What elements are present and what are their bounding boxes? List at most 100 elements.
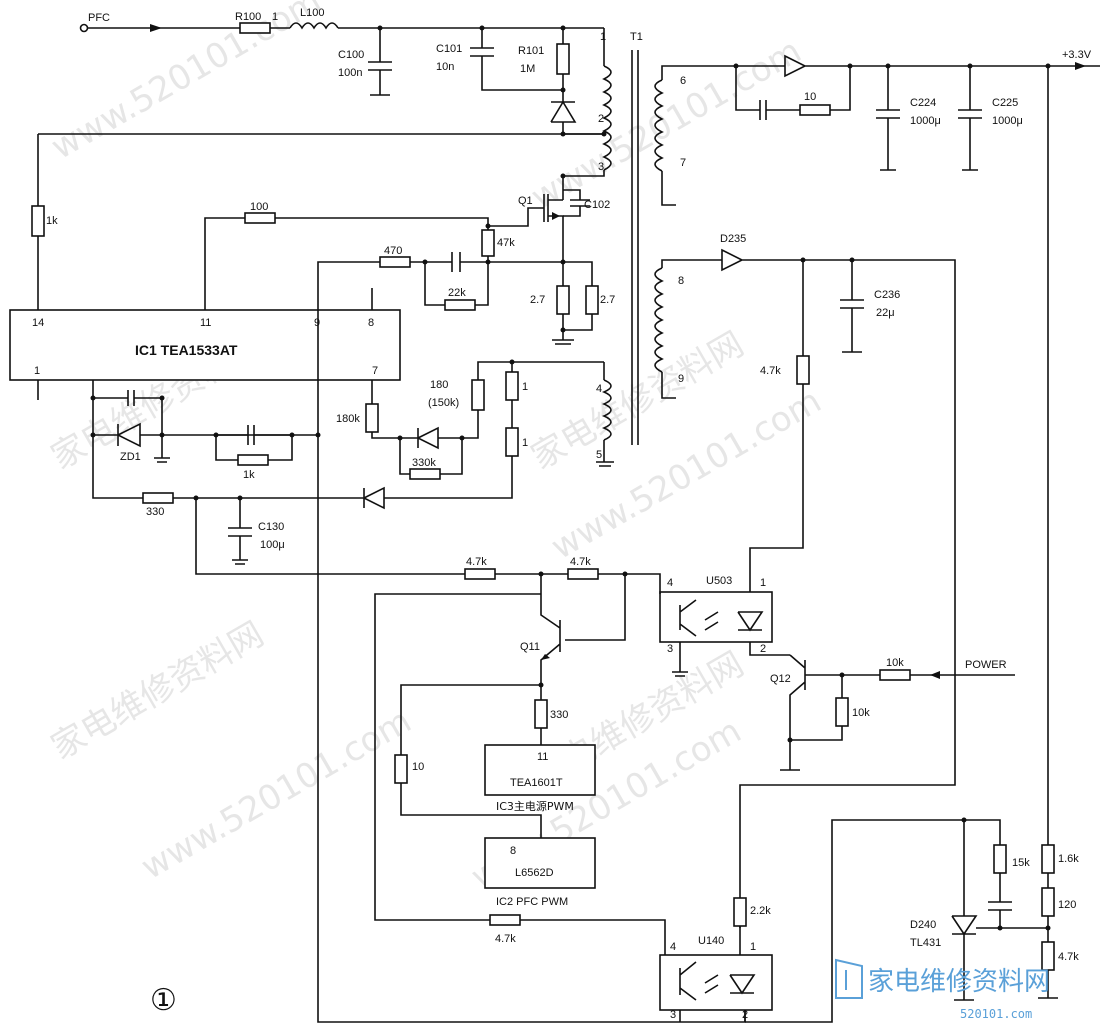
u140-pin1: 1 xyxy=(750,941,756,953)
ic1-tea1533at: IC1 TEA1533AT 14 11 9 8 1 7 xyxy=(9,309,401,400)
r-2.7b-label: 2.7 xyxy=(600,294,615,306)
r-330k-label: 330k xyxy=(412,457,436,469)
r-2.7a-label: 2.7 xyxy=(530,294,545,306)
t1-pin7: 7 xyxy=(680,157,686,169)
resistor-330k xyxy=(409,468,441,480)
r-1.6k-label: 1.6k xyxy=(1058,853,1079,865)
t1-secondary-3v3 xyxy=(654,79,664,172)
resistor-1-b xyxy=(505,427,519,457)
t1-pin2: 2 xyxy=(598,113,604,125)
r-4.7k-tl-label: 4.7k xyxy=(1058,951,1079,963)
r-470-label: 470 xyxy=(384,245,402,257)
resistor-1k-mid xyxy=(237,454,269,466)
u140-pin4: 4 xyxy=(670,941,676,953)
r-10-left-label: 10 xyxy=(412,761,424,773)
r-4.7k-bottom-label: 4.7k xyxy=(495,933,516,945)
resistor-4.7k-out xyxy=(796,355,810,385)
t1-pin5: 5 xyxy=(596,449,602,461)
resistor-4.7k-a xyxy=(464,568,496,580)
resistor-100 xyxy=(244,212,276,224)
r-10-top-label: 10 xyxy=(804,91,816,103)
resistor-4.7k-b xyxy=(567,568,599,580)
r-15k-label: 15k xyxy=(1012,857,1030,869)
ic1-pin1: 1 xyxy=(34,365,40,377)
resistor-10-top xyxy=(799,104,831,116)
d240-label: D240 xyxy=(910,919,936,931)
t1-pin4: 4 xyxy=(596,383,602,395)
c130-value: 100μ xyxy=(260,539,285,551)
zd1-label: ZD1 xyxy=(120,451,141,463)
tl431-feedback: 15k D240 TL431 1.6k 120 4.7k xyxy=(745,817,1079,1023)
tl431-label: TL431 xyxy=(910,937,941,949)
resistor-2.7-b xyxy=(585,285,599,315)
return-wire xyxy=(317,310,746,1023)
c102-label: C102 xyxy=(584,199,610,211)
r-10k-in-label: 10k xyxy=(886,657,904,669)
ic1-label: IC1 TEA1533AT xyxy=(135,342,238,358)
ic1-pin9: 9 xyxy=(314,317,320,329)
resistor-10-left xyxy=(394,754,408,784)
resistor-22k xyxy=(444,299,476,311)
resistor-120 xyxy=(1041,887,1055,917)
u503-pin1: 1 xyxy=(760,577,766,589)
standby-output: D235 C236 22μ 4.7k xyxy=(676,233,956,898)
ic1-lower-network: ZD1 1k 330 C130 100μ xyxy=(90,380,513,575)
r101-value: 1M xyxy=(520,63,535,75)
t1-pin6: 6 xyxy=(680,75,686,87)
inductor-l100 xyxy=(289,22,339,30)
u503-pin2: 2 xyxy=(760,643,766,655)
capacitor-c225 xyxy=(958,66,982,171)
c225-label: C225 xyxy=(992,97,1018,109)
resistor-4.7k-bottom xyxy=(489,914,521,926)
capacitor-c102 xyxy=(563,189,590,217)
q1-label: Q1 xyxy=(518,195,533,207)
resistor-180k xyxy=(365,403,379,433)
diode-snubber xyxy=(550,100,577,123)
u140-label: U140 xyxy=(698,935,724,947)
v33-net-label: +3.3V xyxy=(1062,49,1092,61)
output-3v3: +3.3V 10 C224 1000μ C225 1000μ xyxy=(676,49,1100,845)
ic1-pin7: 7 xyxy=(372,365,378,377)
ic2-label: L6562D xyxy=(515,867,554,879)
r-330-q11-label: 330 xyxy=(550,709,568,721)
c224-label: C224 xyxy=(910,97,936,109)
ic2-pin8: 8 xyxy=(510,845,516,857)
r-180k-label: 180k xyxy=(336,413,360,425)
logo-cn: 家电维修资料网 xyxy=(868,967,1050,997)
r100-label: R100 xyxy=(235,11,261,23)
resistor-2.2k-out xyxy=(733,897,747,927)
zener-zd1 xyxy=(93,422,318,448)
c130-label: C130 xyxy=(258,521,284,533)
optocoupler-u503: U503 4 1 3 2 xyxy=(659,575,790,677)
r-4.7k-a-label: 4.7k xyxy=(466,556,487,568)
c224-value: 1000μ xyxy=(910,115,941,127)
r-22k-label: 22k xyxy=(448,287,466,299)
t1-label: T1 xyxy=(630,31,643,43)
r-1k-left-label: 1k xyxy=(46,215,58,227)
t1-aux-winding xyxy=(601,379,612,441)
ic2-l6562d: 8 L6562D IC2 PFC PWM xyxy=(484,837,596,908)
t1-pin1: 1 xyxy=(600,31,606,43)
c225-value: 1000μ xyxy=(992,115,1023,127)
r-180d-label: 180 xyxy=(430,379,448,391)
u503-pin4: 4 xyxy=(667,577,673,589)
resistor-1k-left xyxy=(31,205,45,237)
u140-pin3: 3 xyxy=(670,1009,676,1021)
t1-pin3: 3 xyxy=(598,161,604,173)
ic3-label: TEA1601T xyxy=(510,777,563,789)
r-2.2k-out-label: 2.2k xyxy=(750,905,771,917)
u503-label: U503 xyxy=(706,575,732,587)
c100-value: 100n xyxy=(338,67,362,79)
r-1k-mid-label: 1k xyxy=(243,469,255,481)
l100-label: L100 xyxy=(300,7,324,19)
t1-primary-winding xyxy=(602,65,612,171)
r-4.7k-out-label: 4.7k xyxy=(760,365,781,377)
ic1-pin14: 14 xyxy=(32,317,44,329)
resistor-1.6k xyxy=(1041,844,1055,874)
site-logo: 家电维修资料网 520101.com xyxy=(835,958,1050,1021)
resistor-1-a xyxy=(505,371,519,401)
transistor-q11-network: 4.7k 4.7k Q11 330 10 xyxy=(374,556,661,921)
transistor-q12: Q12 10k POWER 10k xyxy=(770,654,1015,771)
r-120-label: 120 xyxy=(1058,899,1076,911)
capacitor-c224 xyxy=(876,66,900,171)
